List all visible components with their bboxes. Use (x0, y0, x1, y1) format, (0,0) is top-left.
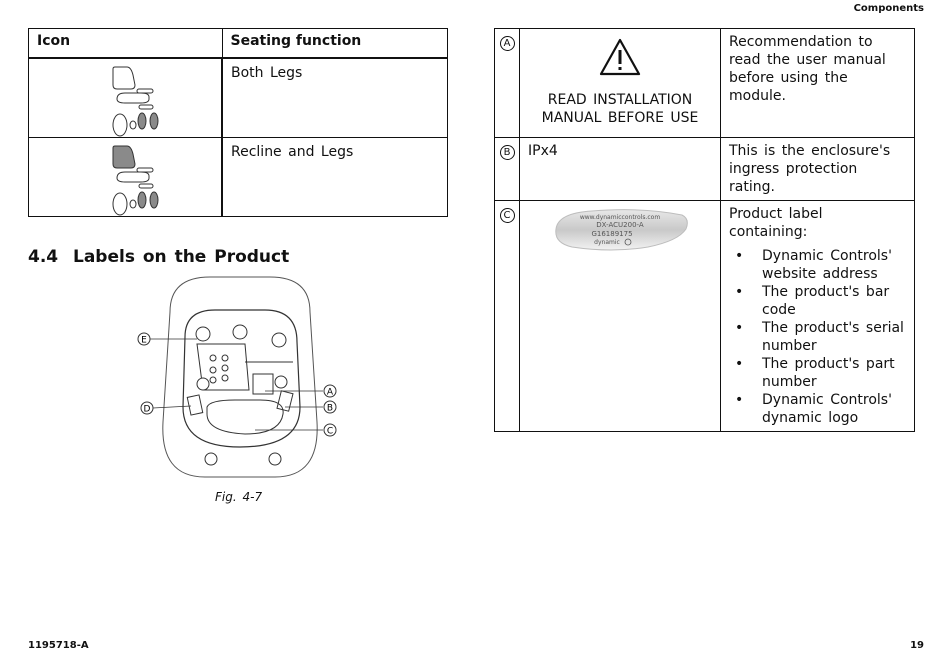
icon-cell (28, 57, 223, 138)
row-letter-b: B (499, 145, 515, 160)
running-header: Components (853, 3, 924, 14)
seating-function-text: Recline and Legs (221, 137, 448, 217)
label-a-rect (252, 373, 274, 395)
housing-outline (162, 276, 318, 478)
svg-text:D: D (144, 405, 151, 415)
svg-text:G16189175: G16189175 (591, 230, 632, 238)
row-letter-a: A (499, 36, 515, 51)
callout-c: C (323, 423, 337, 437)
callout-a: A (323, 384, 337, 398)
column-header-icon: Icon (28, 28, 223, 59)
list-item: The product's serial number (729, 319, 906, 355)
list-item: Dynamic Controls' website address (729, 247, 906, 283)
product-labels-table: A READ INSTALLATION MANUAL BEFORE USE Re… (494, 28, 915, 432)
section-heading: 4.4 Labels on the Product (28, 247, 289, 267)
callout-e: E (137, 332, 151, 346)
figure-caption: Fig. 4-7 (215, 490, 263, 504)
callout-d: D (140, 401, 154, 415)
warning-triangle-icon (599, 38, 641, 76)
table-row: A READ INSTALLATION MANUAL BEFORE USE Re… (494, 28, 915, 138)
svg-text:DX-ACU200-A: DX-ACU200-A (596, 221, 644, 229)
list-item: Dynamic Controls' dynamic logo (729, 391, 906, 427)
seating-icon-table: Icon Seating function Both Legs (28, 28, 448, 217)
list-item: The product's bar code (729, 283, 906, 319)
svg-text:C: C (327, 427, 333, 437)
seating-function-text: Both Legs (221, 57, 448, 138)
label-description-cell: Product label containing: Dynamic Contro… (720, 200, 915, 432)
warning-label-text: READ INSTALLATION MANUAL BEFORE USE (541, 92, 699, 126)
document-number: 1195718-A (28, 640, 89, 651)
svg-text:E: E (141, 336, 147, 346)
seat-both-legs-icon (112, 66, 159, 137)
column-header-seating-function: Seating function (221, 28, 448, 59)
label-image-cell: READ INSTALLATION MANUAL BEFORE USE (519, 28, 721, 138)
product-diagram: E A B D C (137, 276, 337, 478)
svg-text:dynamic: dynamic (594, 239, 620, 246)
label-image-cell: IPx4 (519, 137, 721, 201)
product-label-image: www.dynamiccontrols.com DX-ACU200-A G161… (555, 209, 688, 251)
table-row: B IPx4 This is the enclosure's ingress p… (494, 137, 915, 201)
label-image-cell: www.dynamiccontrols.com DX-ACU200-A G161… (519, 200, 721, 432)
page-number: 19 (910, 640, 924, 651)
icon-cell (28, 137, 223, 217)
inner-oval (182, 309, 301, 448)
svg-text:B: B (327, 404, 333, 414)
row-letter-cell: C (494, 200, 520, 432)
label-contents-list: Dynamic Controls' website address The pr… (729, 247, 906, 427)
section-number: 4.4 (28, 247, 59, 267)
ip-rating-text: IPx4 (528, 143, 558, 159)
row-letter-cell: B (494, 137, 520, 201)
row-letter-cell: A (494, 28, 520, 138)
label-description: Product label containing: (729, 206, 823, 240)
center-panel (196, 343, 250, 391)
callout-b: B (323, 400, 337, 414)
section-title: Labels on the Product (73, 247, 290, 267)
label-description: Recommendation to read the user manual b… (720, 28, 915, 138)
row-letter-c: C (499, 208, 515, 223)
seat-recline-legs-icon (112, 145, 159, 216)
table-header-row: Icon Seating function (28, 28, 448, 59)
table-row: C www.dynamiccontrols.com DX-ACU200-A G1… (494, 200, 915, 432)
svg-text:www.dynamiccontrols.com: www.dynamiccontrols.com (580, 214, 661, 221)
label-description: This is the enclosure's ingress protecti… (720, 137, 915, 201)
table-row: Recline and Legs (28, 137, 448, 217)
table-row: Both Legs (28, 57, 448, 138)
list-item: The product's part number (729, 355, 906, 391)
svg-text:A: A (327, 388, 334, 398)
label-c-area (206, 399, 284, 435)
